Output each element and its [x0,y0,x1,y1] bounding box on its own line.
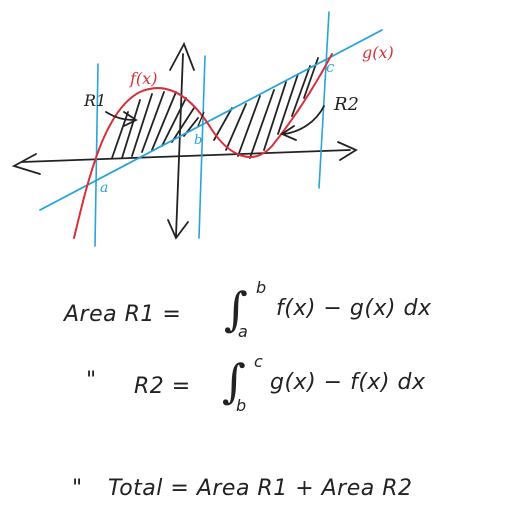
eq3-ditto: " [72,476,83,501]
eq1-lower-limit: a [238,322,248,341]
label-a: a [100,180,108,196]
eq2-upper-limit: c [254,352,263,371]
hatch-r2 [213,57,319,159]
hatch-r1 [111,91,199,159]
eq2-lhs: R2 = [134,374,191,399]
label-f: f(x) [129,69,157,88]
f-curve [73,53,333,239]
x-axis [11,141,358,175]
eq1-lhs: Area R1 = [64,302,182,327]
bound-line-b [198,55,206,239]
eq1-upper-limit: b [256,278,267,297]
label-r1: R1 [83,91,106,110]
r2-pointer [280,105,325,141]
label-c: c [326,58,335,76]
label-r2: R2 [333,94,359,115]
b-marker-arrow [197,111,205,127]
label-b: b [194,133,202,148]
eq2-lower-limit: b [236,396,247,415]
r1-pointer [105,111,138,127]
eq3-text: Total = Area R1 + Area R2 [108,476,413,501]
eq2-ditto: " [86,368,97,393]
eq1-integral-sign: ∫ [224,282,248,336]
eq1-integrand: f(x) − g(x) dx [276,296,432,321]
eq2-integrand: g(x) − f(x) dx [270,370,426,395]
g-line [39,29,383,211]
label-g: g(x) [362,43,394,62]
y-axis [167,41,195,240]
bound-line-c [318,11,330,189]
eq2-integral-sign: ∫ [222,354,246,408]
